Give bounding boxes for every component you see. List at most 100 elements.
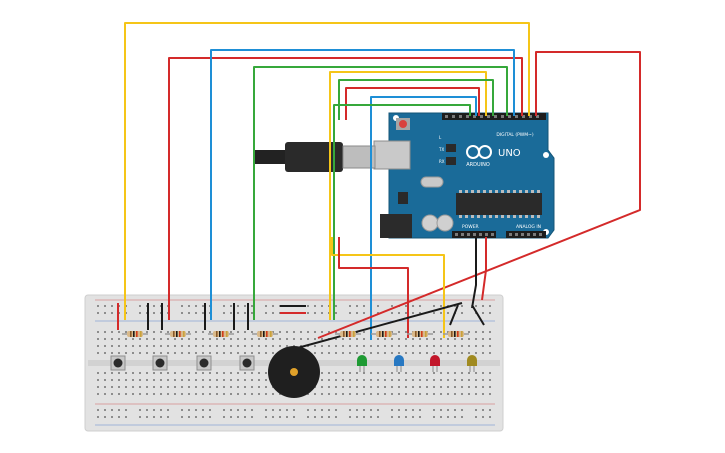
arduino-logo-icon <box>466 145 492 159</box>
jumper-stubs <box>117 303 249 330</box>
breadboard-hole <box>391 338 393 340</box>
push-button[interactable] <box>239 355 255 371</box>
chip-pin <box>531 190 534 193</box>
breadboard-hole <box>230 305 232 307</box>
breadboard-hole <box>433 331 435 333</box>
breadboard-hole <box>251 416 253 418</box>
wire-green[interactable] <box>253 66 508 320</box>
chip-pin <box>471 190 474 193</box>
breadboard-hole <box>419 372 421 374</box>
breadboard-hole <box>216 379 218 381</box>
breadboard-hole <box>475 305 477 307</box>
breadboard-hole <box>230 345 232 347</box>
breadboard-hole <box>139 305 141 307</box>
breadboard-hole <box>251 409 253 411</box>
breadboard-hole <box>398 331 400 333</box>
led-red[interactable] <box>430 355 440 372</box>
breadboard-hole <box>111 379 113 381</box>
breadboard-hole <box>286 338 288 340</box>
piezo-buzzer[interactable] <box>268 346 320 398</box>
breadboard-hole <box>377 305 379 307</box>
wire-black[interactable] <box>289 302 463 351</box>
wire-black[interactable] <box>471 304 485 326</box>
wire-yellow[interactable] <box>331 237 445 338</box>
wire-red[interactable] <box>168 57 523 320</box>
arduino-uno-board[interactable]: ARDUINO UNO DIGITAL (PWM~) POWER ANALOG … <box>373 112 555 239</box>
resistor[interactable] <box>371 331 397 337</box>
breadboard-hole <box>104 386 106 388</box>
breadboard-hole <box>125 352 127 354</box>
push-button[interactable] <box>196 355 212 371</box>
breadboard-hole <box>188 312 190 314</box>
breadboard-hole <box>195 409 197 411</box>
breadboard-hole <box>174 345 176 347</box>
breadboard-hole <box>419 386 421 388</box>
wire-red[interactable] <box>338 237 409 338</box>
breadboard-hole <box>188 409 190 411</box>
breadboard-hole <box>209 372 211 374</box>
breadboard-hole <box>335 312 337 314</box>
header-pin <box>473 115 476 118</box>
breadboard-hole <box>195 352 197 354</box>
wire-red[interactable] <box>481 237 487 301</box>
breadboard-hole <box>202 386 204 388</box>
breadboard-hole <box>209 379 211 381</box>
chip-pin <box>525 215 528 218</box>
breadboard-hole <box>125 416 127 418</box>
breadboard-hole <box>440 393 442 395</box>
breadboard-hole <box>188 345 190 347</box>
breadboard-hole <box>321 416 323 418</box>
push-button[interactable] <box>110 355 126 371</box>
breadboard-hole <box>370 409 372 411</box>
led-blue[interactable] <box>394 355 404 372</box>
breadboard-hole <box>489 331 491 333</box>
breadboard-hole <box>314 338 316 340</box>
breadboard-hole <box>468 345 470 347</box>
breadboard-hole <box>272 352 274 354</box>
breadboard-hole <box>244 409 246 411</box>
wires <box>124 22 641 351</box>
resistor[interactable] <box>165 331 191 337</box>
reset-button-cap[interactable] <box>399 120 407 128</box>
analog-header[interactable] <box>506 231 546 238</box>
breadboard-hole <box>153 416 155 418</box>
breadboard-hole <box>258 372 260 374</box>
resistor[interactable] <box>335 331 361 337</box>
resistor[interactable] <box>252 331 278 337</box>
wire-black[interactable] <box>449 304 459 326</box>
led-green[interactable] <box>357 355 367 372</box>
breadboard-hole <box>454 409 456 411</box>
resistor[interactable] <box>122 331 148 337</box>
push-button[interactable] <box>152 355 168 371</box>
breadboard-hole <box>216 338 218 340</box>
breadboard-hole <box>377 352 379 354</box>
chip-pin <box>519 190 522 193</box>
breadboard-hole <box>258 379 260 381</box>
breadboard-hole <box>97 312 99 314</box>
resistor[interactable] <box>407 331 433 337</box>
wire-green[interactable] <box>338 79 494 120</box>
wire-green[interactable] <box>333 104 471 320</box>
breadboard-hole <box>440 386 442 388</box>
breadboard-hole <box>244 331 246 333</box>
wire-yellow[interactable] <box>124 22 530 320</box>
led-yellow[interactable] <box>467 355 477 372</box>
wire-yellow[interactable] <box>329 71 487 320</box>
breadboard-hole <box>335 372 337 374</box>
resistor[interactable] <box>208 331 234 337</box>
breadboard-hole <box>265 372 267 374</box>
wire-black[interactable] <box>471 237 477 309</box>
breadboard-hole <box>146 331 148 333</box>
resistor[interactable] <box>443 331 469 337</box>
breadboard-hole <box>181 305 183 307</box>
breadboard-hole <box>398 338 400 340</box>
breadboard-hole <box>167 331 169 333</box>
breadboard-hole <box>104 393 106 395</box>
breadboard-hole <box>209 416 211 418</box>
leds <box>357 355 477 372</box>
wire-blue[interactable] <box>370 96 477 340</box>
wire-blue[interactable] <box>210 49 515 320</box>
wire-red[interactable] <box>317 51 641 339</box>
breadboard-hole <box>104 352 106 354</box>
breadboard-hole <box>279 409 281 411</box>
